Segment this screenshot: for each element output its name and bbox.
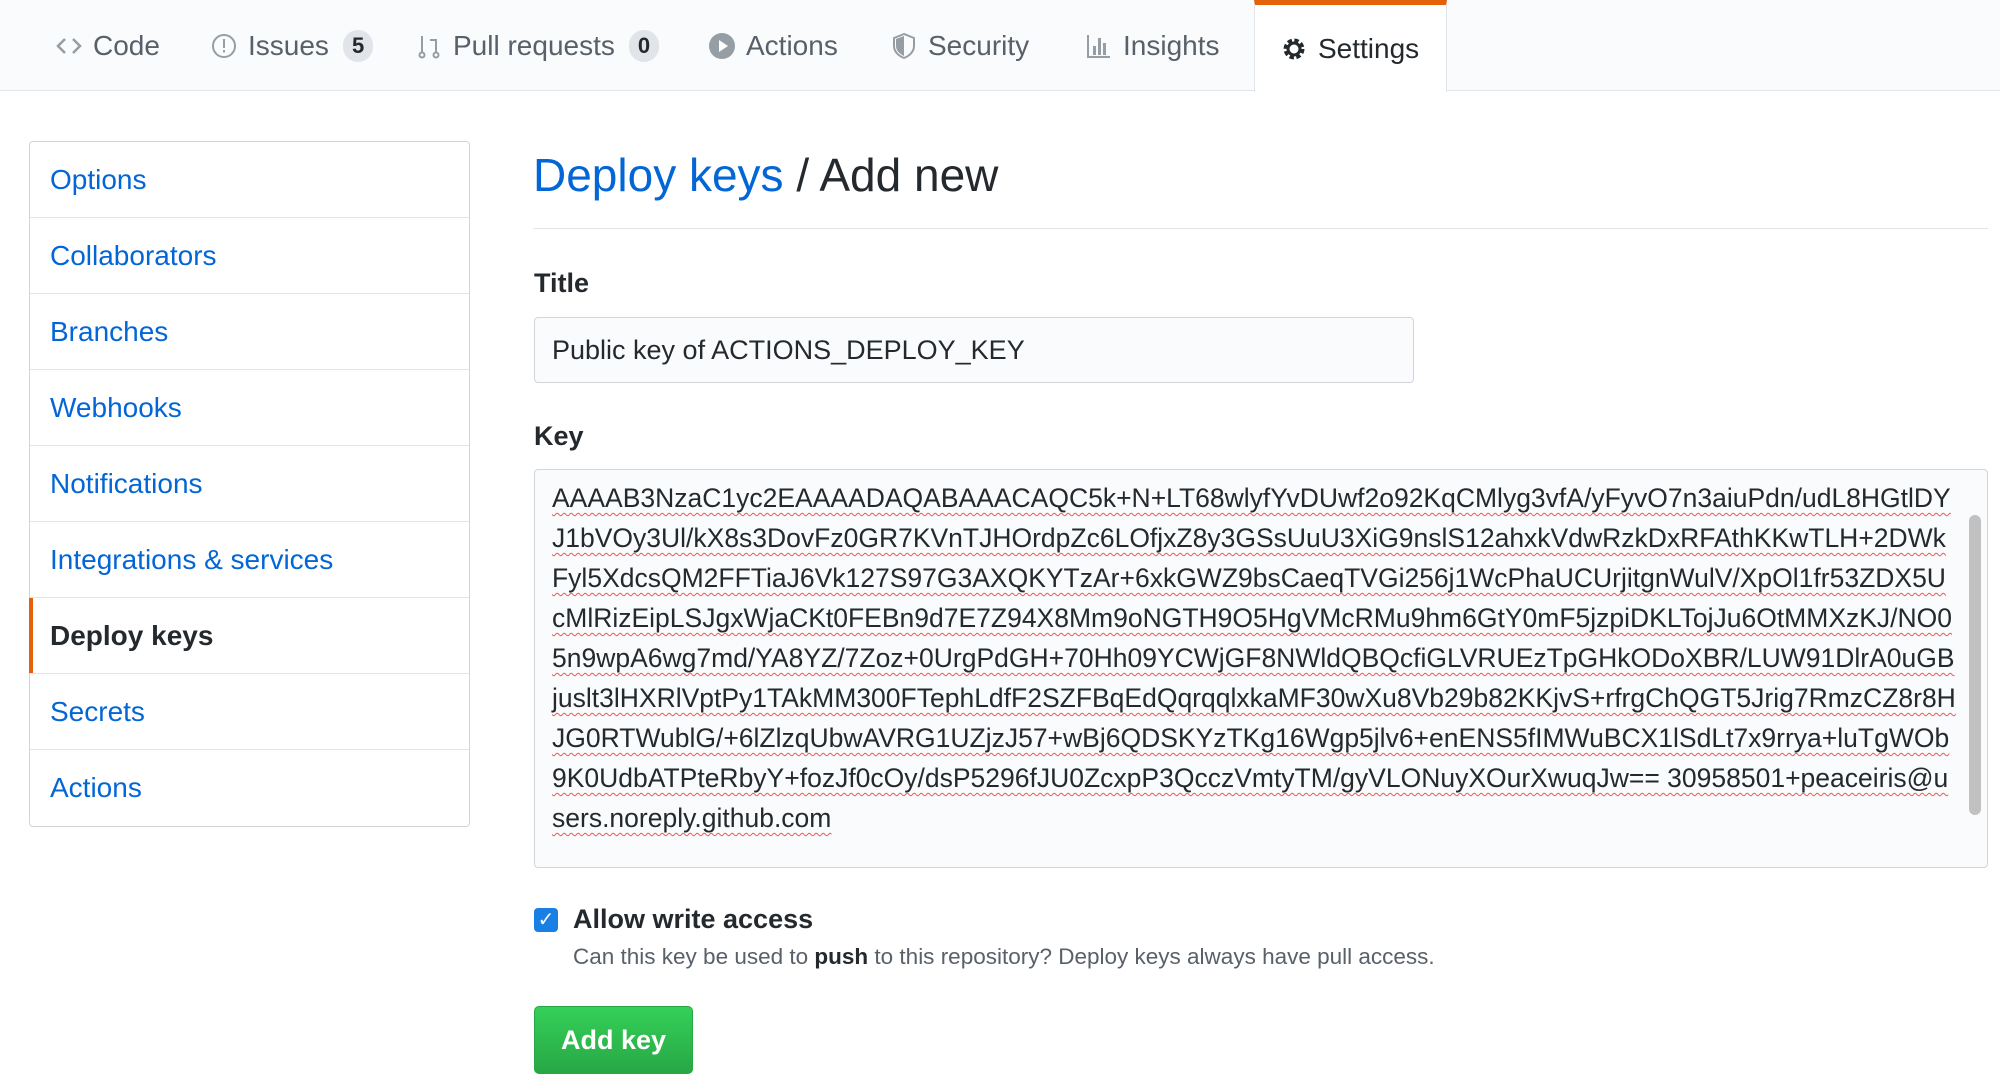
tab-label: Settings <box>1318 32 1420 64</box>
repo-nav: Code Issues 5 Pull requests 0 Actions Se… <box>0 0 2000 92</box>
issue-icon <box>212 33 236 58</box>
tab-label: Issues <box>248 29 329 61</box>
tab-label: Security <box>928 29 1030 61</box>
play-icon <box>709 32 735 59</box>
note-text-end: to this repository? Deploy keys always h… <box>868 944 1435 969</box>
tab-issues[interactable]: Issues 5 <box>190 0 393 91</box>
page-title: Deploy keys / Add new <box>533 148 998 202</box>
sidebar-item-webhooks[interactable]: Webhooks <box>30 370 469 446</box>
sidebar-item-branches[interactable]: Branches <box>30 294 469 370</box>
breadcrumb-separator: / <box>783 149 820 201</box>
gear-icon <box>1283 38 1305 59</box>
sidebar-item-secrets[interactable]: Secrets <box>30 674 469 750</box>
sidebar-item-deploy-keys[interactable]: Deploy keys <box>29 598 469 674</box>
divider <box>533 228 1988 229</box>
scrollbar[interactable] <box>1969 515 1981 815</box>
sidebar-item-integrations[interactable]: Integrations & services <box>30 522 469 598</box>
sidebar-item-collaborators[interactable]: Collaborators <box>30 218 469 294</box>
title-input[interactable] <box>534 317 1414 383</box>
tab-insights[interactable]: Insights <box>1065 0 1240 91</box>
deploy-keys-link[interactable]: Deploy keys <box>533 149 784 201</box>
issues-count: 5 <box>342 29 374 62</box>
sidebar-item-actions[interactable]: Actions <box>50 772 142 803</box>
tab-actions[interactable]: Actions <box>688 0 858 91</box>
key-text: AAAAB3NzaC1yc2EAAAADAQABAAACAQC5k+N+LT68… <box>552 483 1956 833</box>
shield-icon <box>893 32 915 59</box>
graph-icon <box>1087 34 1110 58</box>
note-bold: push <box>814 944 869 969</box>
key-textarea[interactable]: AAAAB3NzaC1yc2EAAAADAQABAAACAQC5k+N+LT68… <box>534 469 1988 868</box>
pull-requests-count: 0 <box>628 29 660 62</box>
code-icon <box>56 37 82 54</box>
tab-settings[interactable]: Settings <box>1254 0 1447 92</box>
settings-sidebar: Options Collaborators Branches Webhooks … <box>29 141 470 827</box>
tab-code[interactable]: Code <box>35 0 180 91</box>
title-label: Title <box>534 268 590 298</box>
tab-security[interactable]: Security <box>870 0 1049 91</box>
tab-pull-requests[interactable]: Pull requests 0 <box>395 0 679 91</box>
check-icon: ✓ <box>537 909 555 931</box>
allow-write-checkbox[interactable]: ✓ <box>534 908 558 932</box>
allow-write-note: Can this key be used to push to this rep… <box>573 944 1435 970</box>
allow-write-label[interactable]: Allow write access <box>573 904 814 934</box>
tab-label: Pull requests <box>453 29 615 61</box>
sidebar-item-notifications[interactable]: Notifications <box>30 446 469 522</box>
sidebar-item-options[interactable]: Options <box>30 142 469 218</box>
tab-label: Code <box>93 29 160 61</box>
key-label: Key <box>534 421 584 451</box>
tab-label: Actions <box>746 29 838 61</box>
pull-request-icon <box>418 35 440 58</box>
tab-label: Insights <box>1123 29 1220 61</box>
add-key-button[interactable]: Add key <box>534 1006 693 1074</box>
page-subtitle: Add new <box>819 149 999 201</box>
note-text: Can this key be used to <box>573 944 815 969</box>
